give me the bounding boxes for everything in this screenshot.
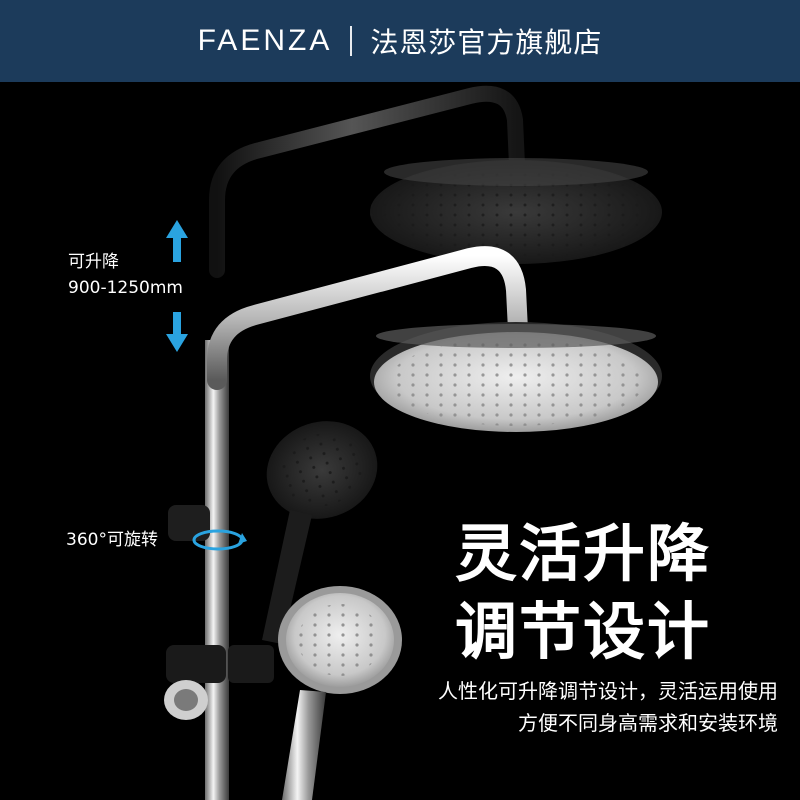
description-line-1: 人性化可升降调节设计，灵活运用使用 [438, 679, 778, 703]
brand-logo: FAENZA [197, 24, 333, 57]
height-label: 可升降 [68, 252, 119, 272]
riser-pipe [205, 340, 229, 800]
shower-illustration [164, 85, 662, 800]
top-bracket [168, 505, 210, 541]
rotate-label: 360°可旋转 [66, 530, 158, 550]
headline-line-2: 调节设计 [455, 595, 712, 668]
arrow-up-icon [166, 220, 188, 262]
store-name: 法恩莎官方旗舰店 [370, 26, 603, 59]
arrow-down-icon [166, 312, 188, 352]
slider-bracket [166, 645, 226, 683]
header-bar: FAENZA 法恩莎官方旗舰店 [0, 0, 800, 82]
product-stage: 可升降 900-1250mm 360°可旋转 灵活升降 调节设计 人性化可升降调… [0, 82, 800, 800]
header-divider [350, 26, 353, 56]
shower-arm [207, 246, 528, 390]
raised-arm-shadow [209, 85, 525, 278]
height-range: 900-1250mm [68, 278, 183, 298]
description-line-2: 方便不同身高需求和安装环境 [518, 711, 778, 735]
headline-line-1: 灵活升降 [455, 517, 712, 590]
rotate-ring-icon [192, 529, 247, 551]
